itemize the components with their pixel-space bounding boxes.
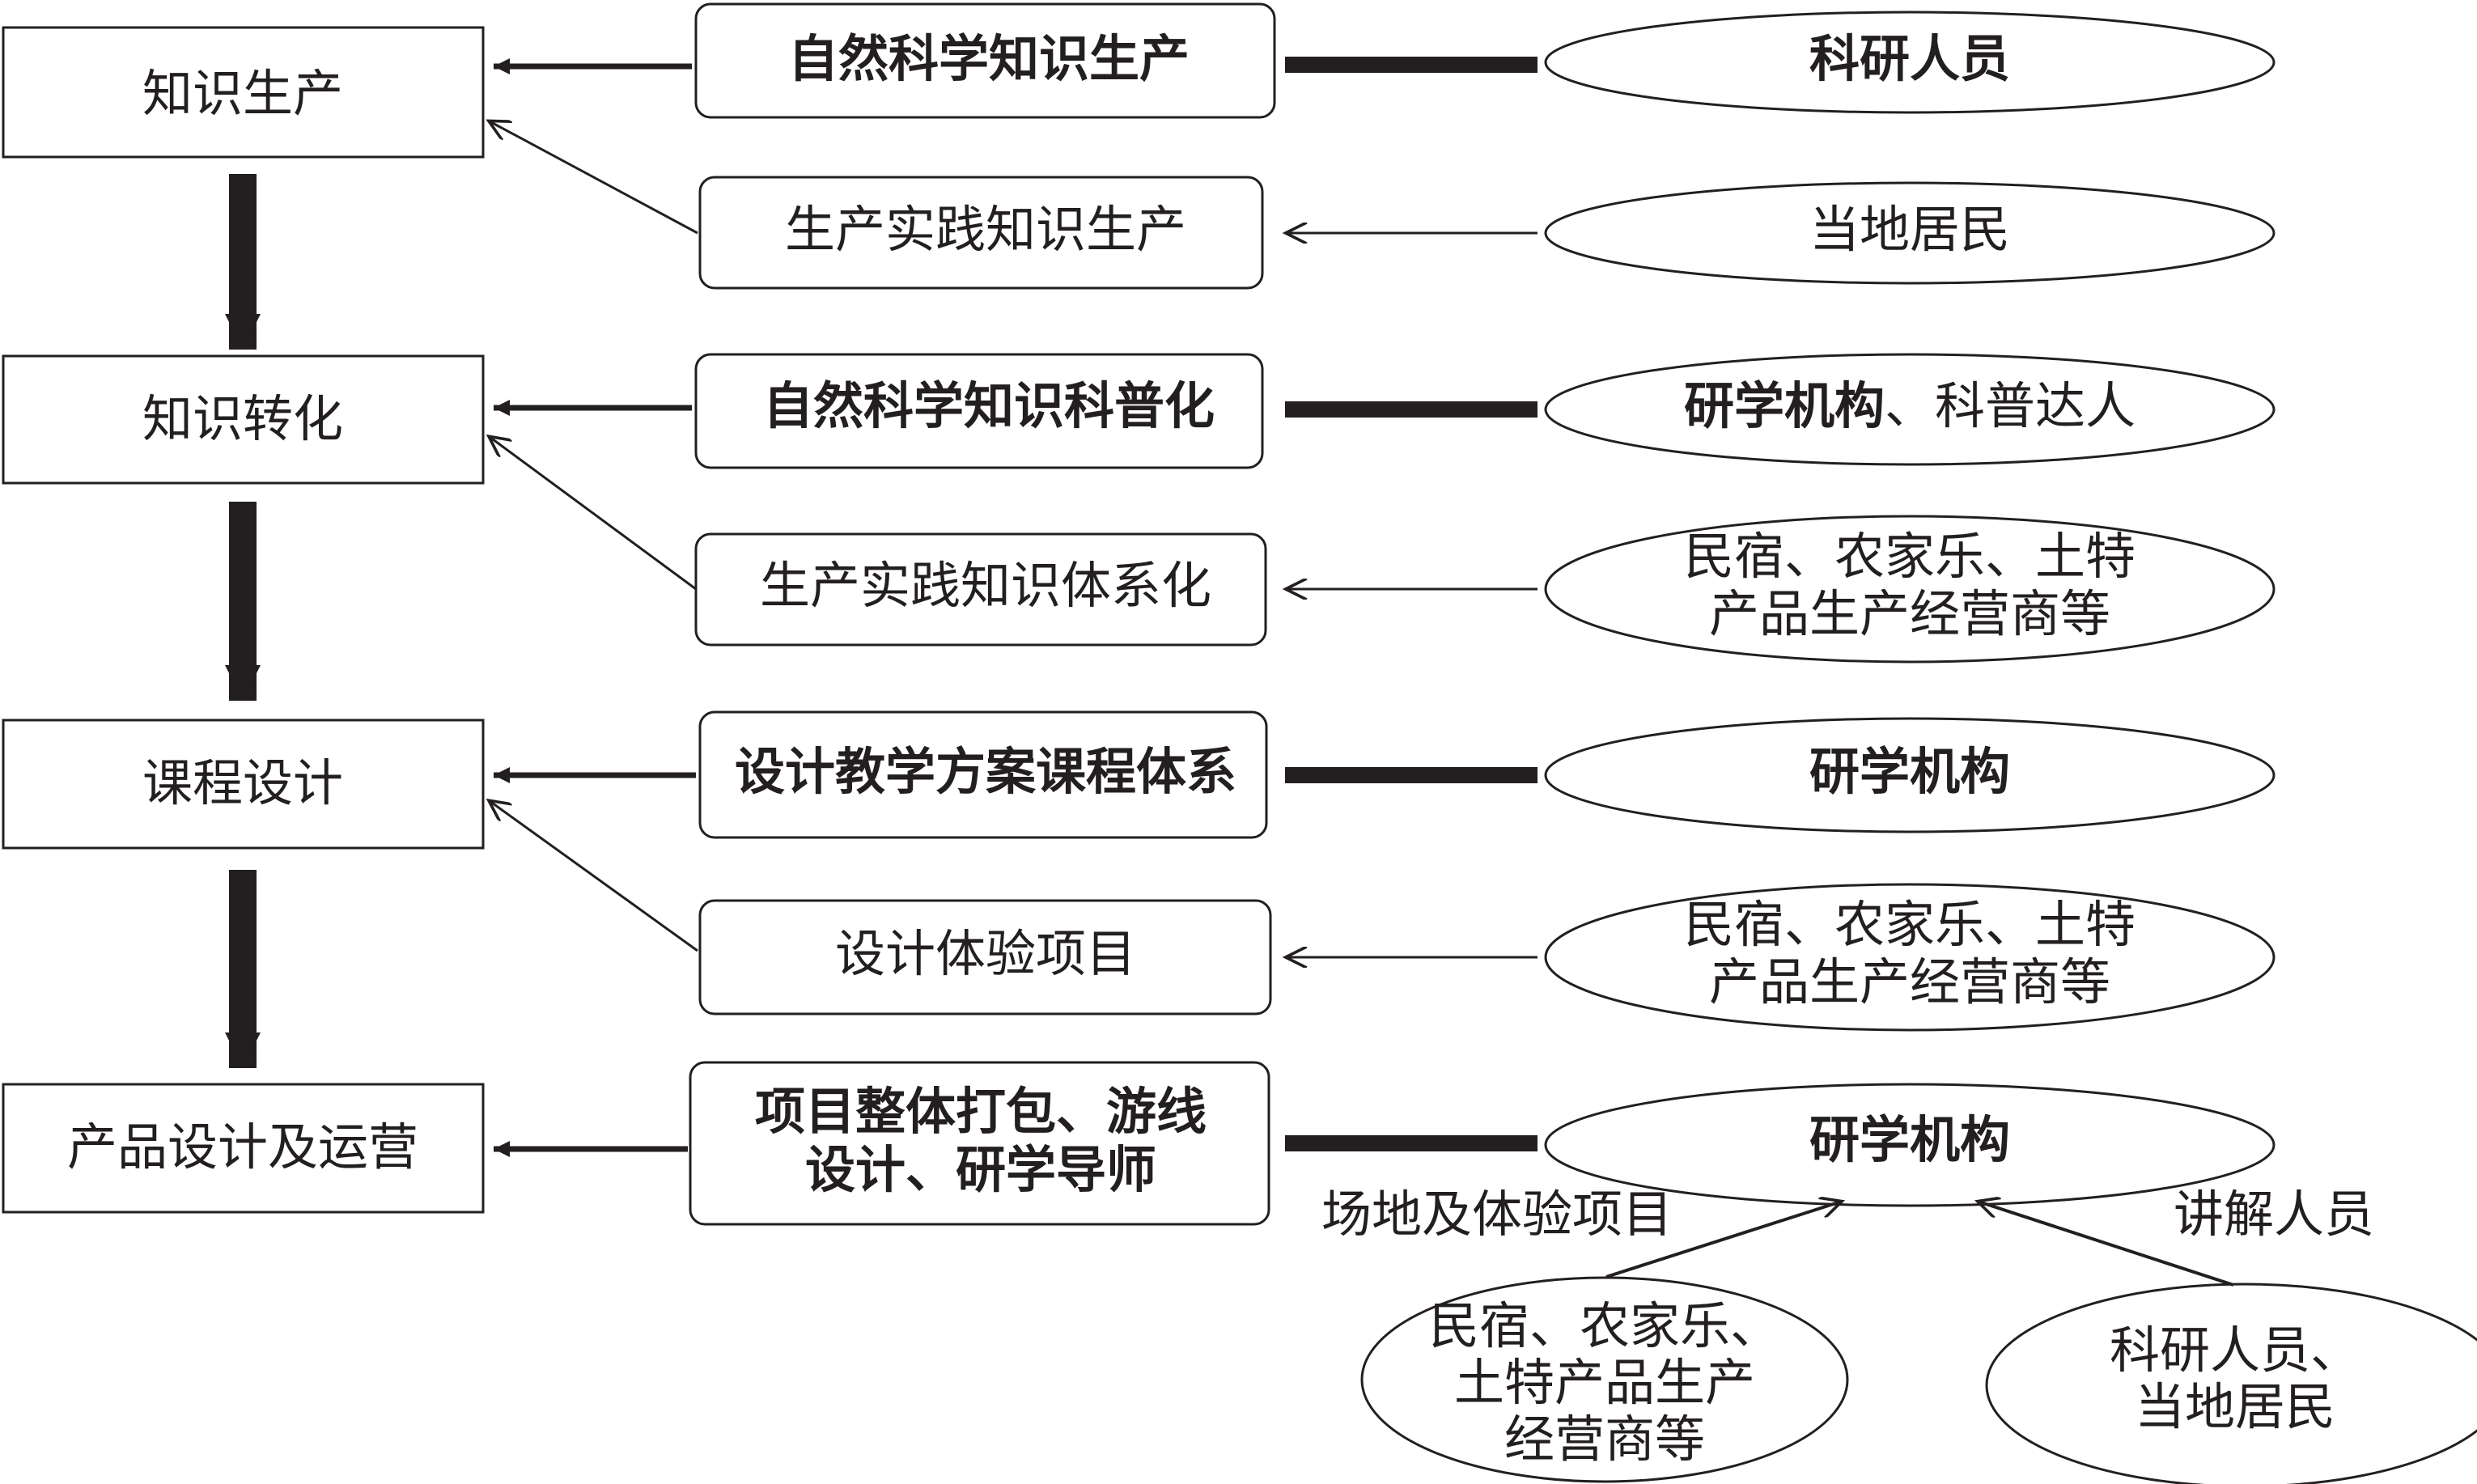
actor-label: 产品生产经营商等 <box>1709 952 2110 1011</box>
actor-homestays-operators: 民宿、农家乐、土特 产品生产经营商等 <box>1544 515 2276 664</box>
arrow-up-right <box>1605 1202 1841 1278</box>
actor-label: 研学机构 <box>1809 1110 2010 1169</box>
actor-study-institutions: 研学机构 <box>1544 1083 2276 1207</box>
actor-label: 当地居民 <box>2135 1377 2335 1436</box>
actor-label: 科研人员、 <box>2110 1321 2360 1380</box>
edge-label-venue-projects: 场地及体验项目 <box>1321 1185 1673 1244</box>
arrow-diagonal-thin <box>490 801 698 952</box>
activity-science-popularization: 自然科学知识科普化 <box>694 353 1264 469</box>
stage-knowledge-production: 知识生产 <box>2 26 485 159</box>
activity-label: 自然科学知识科普化 <box>763 376 1215 435</box>
activity-experience-project-design: 设计体验项目 <box>698 899 1272 1015</box>
actor-study-institutions-science-experts: 研学机构、科普达人 <box>1544 353 2276 466</box>
activity-natural-science-production: 自然科学知识生产 <box>694 2 1276 119</box>
actor-label: 民宿、农家乐、土特 <box>1684 527 2136 586</box>
stage-knowledge-conversion: 知识转化 <box>2 354 485 485</box>
stage-product-design-operation: 产品设计及运营 <box>2 1083 485 1214</box>
activity-label: 生产实践知识体系化 <box>760 556 1211 615</box>
activity-label: 设计体验项目 <box>835 924 1136 983</box>
actor-label: 科研人员 <box>1809 29 2010 88</box>
actor-label: 经营商等 <box>1504 1410 1705 1469</box>
activity-label: 设计、研学导师 <box>805 1140 1156 1199</box>
activity-label: 生产实践知识生产 <box>785 200 1186 259</box>
activity-label: 自然科学知识生产 <box>788 29 1190 88</box>
actor-researchers: 科研人员 <box>1544 11 2276 114</box>
arrow-diagonal-thin <box>490 121 698 235</box>
actor-label: 民宿、农家乐、 <box>1429 1296 1780 1355</box>
stage-label: 知识生产 <box>142 64 343 123</box>
actor-label-bold: 研学机构 <box>1684 376 1885 435</box>
actor-label: 研学机构 <box>1809 742 2010 801</box>
activity-label: 设计教学方案课程体系 <box>735 742 1236 801</box>
actor-label-rest: 、科普达人 <box>1885 376 2136 435</box>
stage-course-design: 课程设计 <box>2 719 485 850</box>
activity-curriculum-design: 设计教学方案课程体系 <box>698 710 1268 839</box>
actor-homestays-operators-bottom: 民宿、农家乐、 土特产品生产 经营商等 <box>1360 1276 1849 1483</box>
actor-label: 产品生产经营商等 <box>1709 584 2110 643</box>
actor-label: 民宿、农家乐、土特 <box>1684 895 2136 954</box>
edge-label-guides: 讲解人员 <box>2174 1185 2374 1244</box>
activity-label: 项目整体打包、游线 <box>755 1082 1207 1141</box>
stage-label: 课程设计 <box>142 753 343 812</box>
activity-practice-knowledge-systematization: 生产实践知识体系化 <box>694 532 1267 647</box>
actor-local-residents: 当地居民 <box>1544 181 2276 285</box>
stage-label: 知识转化 <box>142 389 343 448</box>
arrow-diagonal-thin <box>490 437 697 591</box>
actor-label: 研学机构、科普达人 <box>1684 376 2136 435</box>
actor-label: 土特产品生产 <box>1454 1353 1755 1412</box>
actor-label: 当地居民 <box>1809 200 2010 259</box>
actor-researchers-residents-bottom: 科研人员、 当地居民 <box>1985 1283 2477 1484</box>
activity-practice-knowledge-production: 生产实践知识生产 <box>698 176 1264 290</box>
actor-homestays-operators: 民宿、农家乐、土特 产品生产经营商等 <box>1544 883 2276 1032</box>
actor-study-institutions: 研学机构 <box>1544 717 2276 833</box>
activity-packaging-route-mentor: 项目整体打包、游线 设计、研学导师 <box>689 1061 1270 1226</box>
arrow-up-left <box>1979 1202 2234 1287</box>
stage-label: 产品设计及运营 <box>67 1117 418 1177</box>
